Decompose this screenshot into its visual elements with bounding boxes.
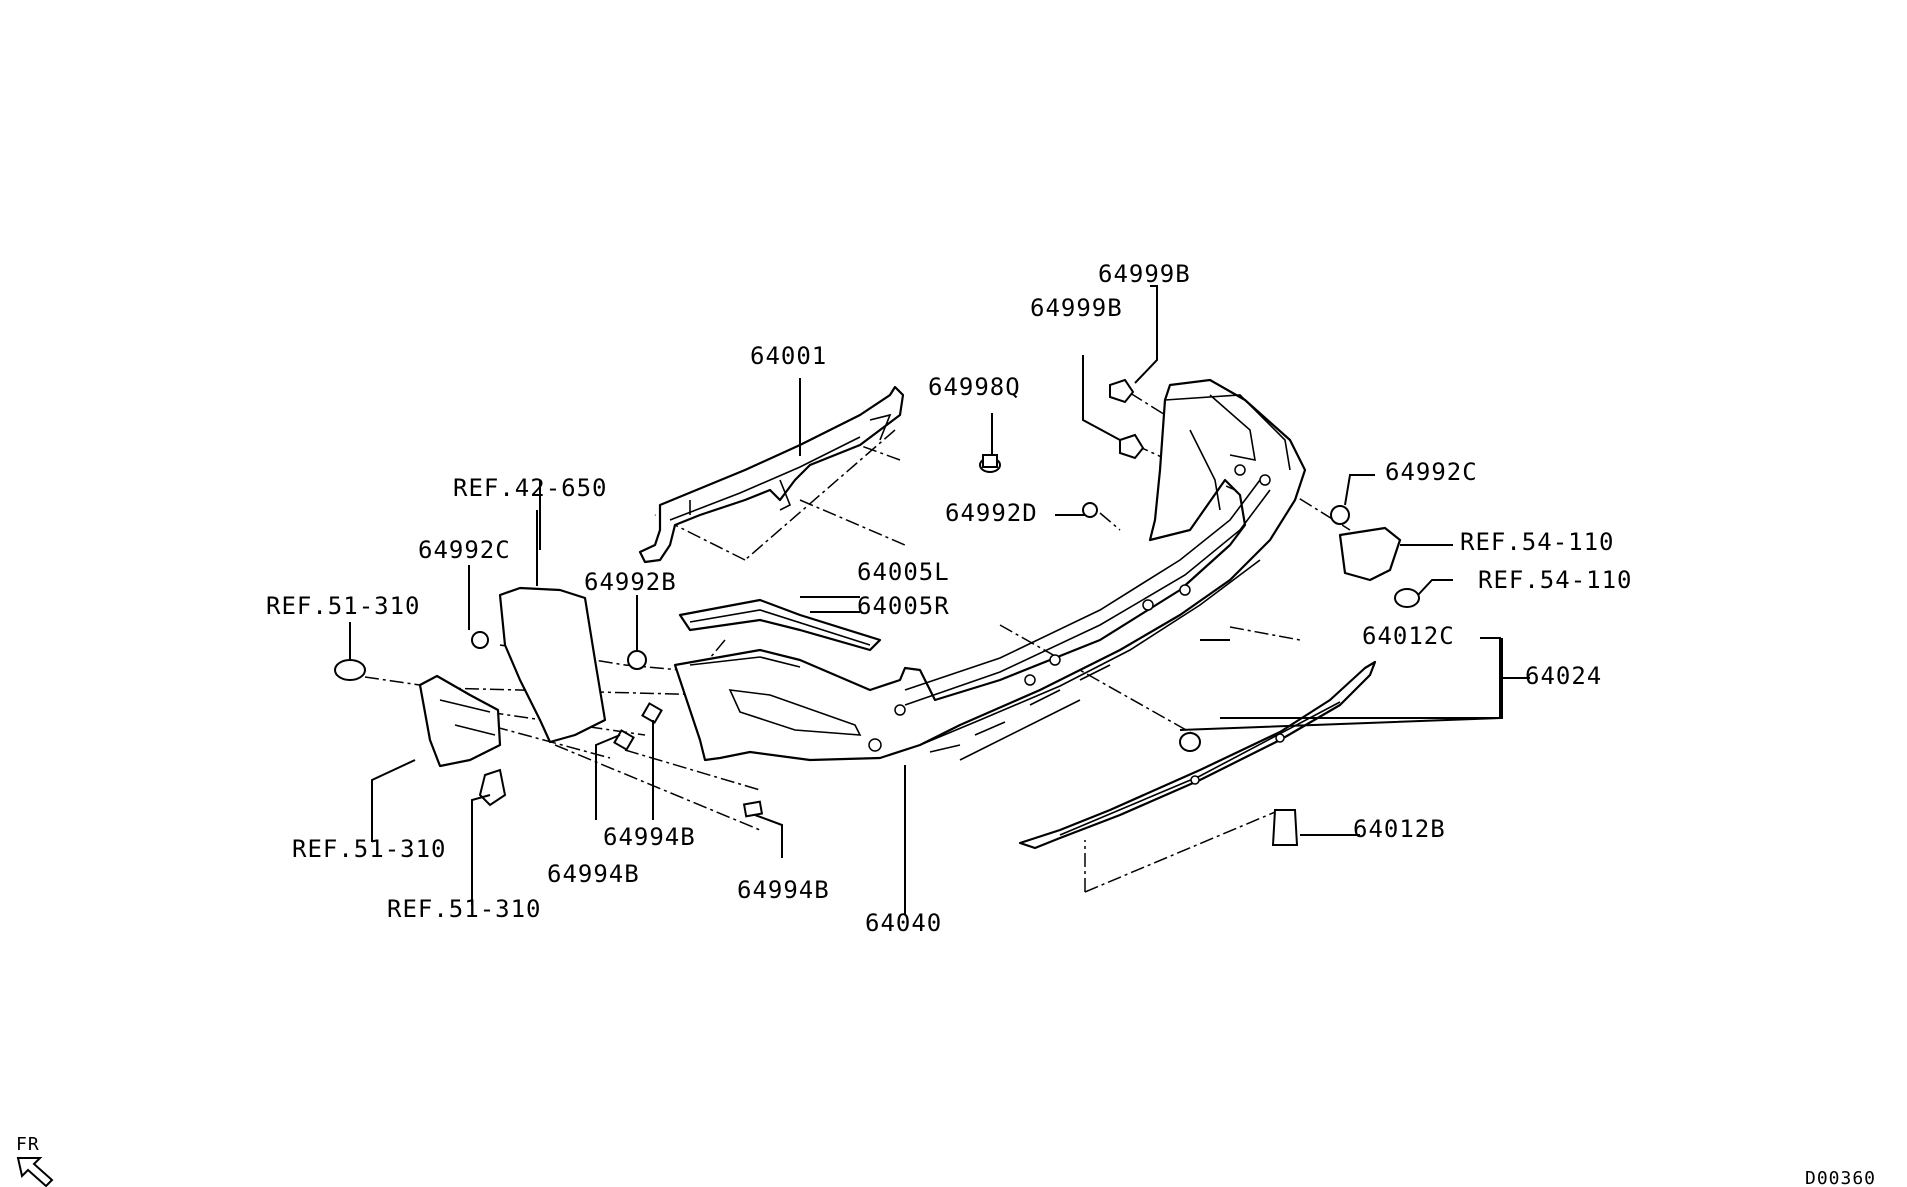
clip-64999B-upper [1109, 378, 1135, 404]
front-arrow-icon [16, 1157, 54, 1187]
ref-51-310-clip [334, 659, 366, 681]
splash-shield [498, 586, 607, 744]
label-64012C: 64012C [1362, 622, 1455, 650]
clip-64994B-c [742, 800, 764, 818]
ref-54-110-clip [1394, 588, 1420, 608]
label-64012B: 64012B [1353, 815, 1446, 843]
label-ref-54-110-b: REF.54-110 [1478, 566, 1633, 594]
label-64992C-right: 64992C [1385, 458, 1478, 486]
bracket-64001 [638, 385, 905, 564]
clip-64012B [1271, 809, 1299, 846]
label-64998Q: 64998Q [928, 373, 1021, 401]
label-64994B-c: 64994B [737, 876, 830, 904]
front-direction-marker: FR [16, 1134, 54, 1187]
label-64999B-mid: 64999B [1030, 294, 1123, 322]
ref-54-110-bracket [1338, 526, 1402, 582]
label-64994B-b: 64994B [547, 860, 640, 888]
label-ref-51-310-top: REF.51-310 [266, 592, 421, 620]
label-ref-42-650: REF.42-650 [453, 474, 608, 502]
label-64999B-top: 64999B [1098, 260, 1191, 288]
label-64992D: 64992D [945, 499, 1038, 527]
screw-64992D [1082, 502, 1098, 518]
screw-64992C-left [471, 631, 489, 649]
label-ref-51-310-bot: REF.51-310 [387, 895, 542, 923]
label-64005L: 64005L [857, 558, 950, 586]
label-64001: 64001 [750, 342, 827, 370]
clip-64994B-b [641, 702, 663, 724]
diagram-id: D00360 [1805, 1168, 1876, 1187]
label-64992C-left: 64992C [418, 536, 511, 564]
label-64005R: 64005R [857, 592, 950, 620]
clip-64994B-a [613, 729, 635, 751]
label-64040: 64040 [865, 909, 942, 937]
screw-64992B [627, 650, 647, 670]
bumper-fascia-64040 [673, 378, 1307, 762]
bolt-64998Q [979, 454, 1001, 473]
label-64024: 64024 [1525, 662, 1602, 690]
ref-51-310-clip-lower [478, 768, 507, 807]
lower-garnish-64024 [1018, 660, 1377, 850]
leader-lines [349, 285, 1530, 915]
fr-label: FR [16, 1134, 40, 1155]
part-labels: 64999B 64999B 64001 64998Q REF.42-650 64… [266, 260, 1633, 937]
label-ref-54-110-a: REF.54-110 [1460, 528, 1615, 556]
label-64994B-a: 64994B [603, 823, 696, 851]
leader-fixes [1220, 638, 1520, 719]
label-64992B: 64992B [584, 568, 677, 596]
label-ref-51-310-mid: REF.51-310 [292, 835, 447, 863]
mud-flap [418, 674, 502, 768]
screw-64992C-right [1330, 505, 1350, 525]
clip-64012C [1179, 732, 1201, 752]
clip-64999B-lower [1119, 433, 1145, 460]
retainer-64005 [678, 598, 882, 652]
